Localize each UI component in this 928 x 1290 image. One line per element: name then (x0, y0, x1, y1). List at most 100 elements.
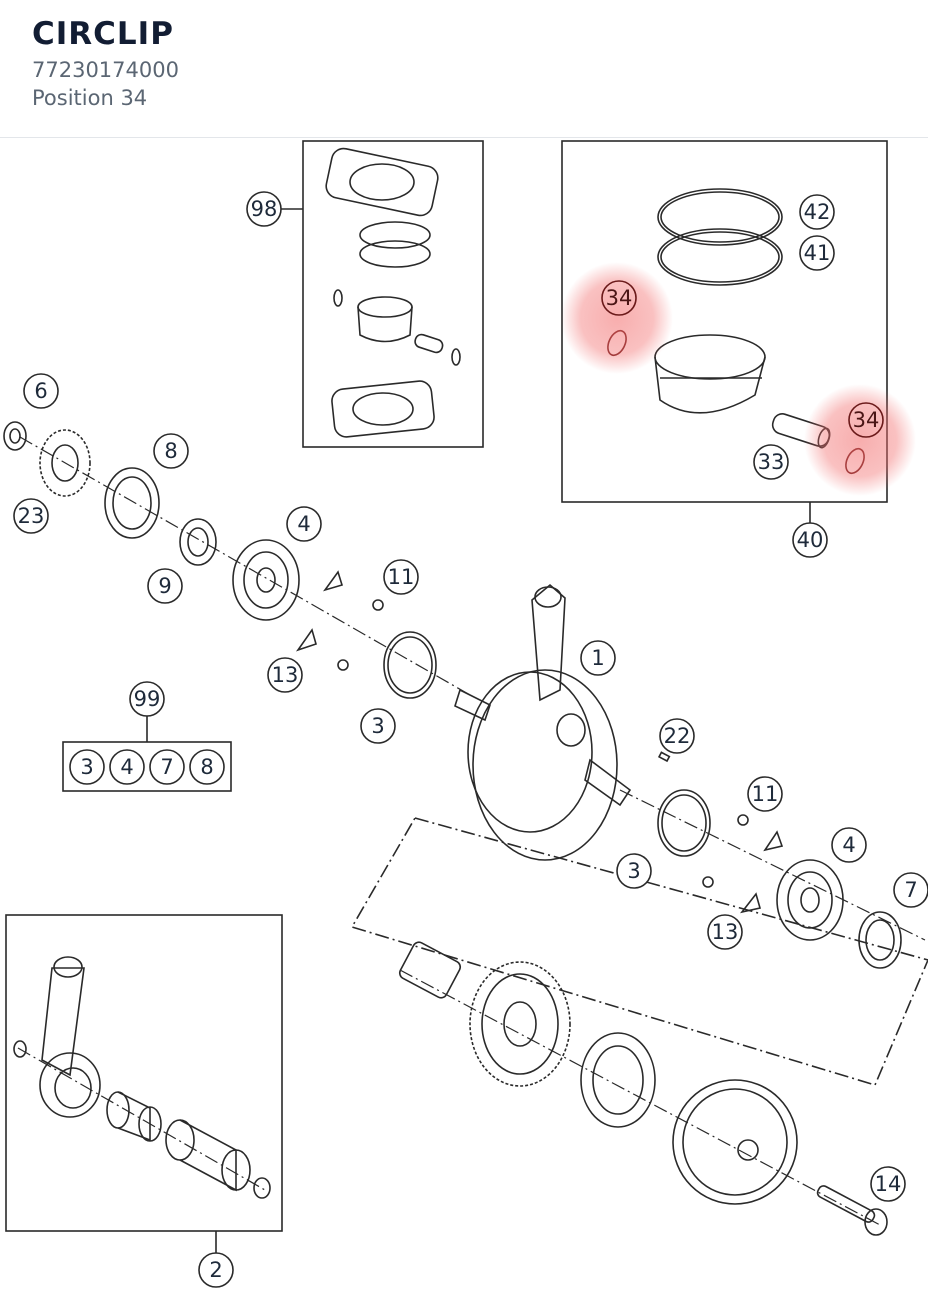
svg-text:23: 23 (18, 504, 45, 528)
svg-text:13: 13 (712, 920, 739, 944)
callout-40[interactable]: 40 (792, 522, 828, 558)
svg-text:4: 4 (842, 833, 855, 857)
callout-41[interactable]: 41 (799, 235, 835, 271)
callout-34-left[interactable]: 34 (601, 280, 637, 316)
piston-ring-41 (657, 228, 783, 286)
svg-text:3: 3 (80, 755, 93, 779)
key-22 (657, 751, 671, 763)
seal-8 (104, 467, 160, 539)
svg-text:8: 8 (164, 439, 177, 463)
callout-3-right[interactable]: 3 (616, 853, 652, 889)
pin-nut (253, 1177, 271, 1199)
callout-14[interactable]: 14 (870, 1166, 906, 1202)
callout-7[interactable]: 7 (893, 872, 928, 908)
callout-13-left[interactable]: 13 (267, 657, 303, 693)
part-number: 77230174000 (32, 58, 179, 82)
balancer-gear (469, 961, 571, 1087)
callout-6[interactable]: 6 (23, 373, 59, 409)
callout-22[interactable]: 22 (659, 718, 695, 754)
part-title: CIRCLIP (32, 16, 174, 52)
callout-11-right[interactable]: 11 (747, 776, 783, 812)
screw-11-right (702, 814, 749, 888)
svg-text:22: 22 (664, 724, 691, 748)
gear-23 (39, 429, 91, 497)
needle-bearing (398, 941, 462, 999)
kit-2-box (5, 914, 283, 1232)
kit99-item-3[interactable]: 3 (69, 749, 105, 785)
svg-text:98: 98 (251, 197, 278, 221)
freewheel (580, 1032, 656, 1128)
highlight-34-left (561, 262, 673, 374)
svg-text:34: 34 (606, 286, 633, 310)
piston-ring-42 (657, 188, 783, 246)
callout-9[interactable]: 9 (147, 568, 183, 604)
exploded-parts-diagram: 98 42 41 34 34 33 40 6 8 23 4 9 11 13 1 … (3, 140, 928, 1288)
callout-4-right[interactable]: 4 (831, 827, 867, 863)
crank-axis-left (19, 436, 471, 696)
svg-text:7: 7 (904, 878, 917, 902)
bolt-14 (816, 1185, 888, 1236)
piston-40 (654, 334, 766, 414)
callout-33[interactable]: 33 (753, 444, 789, 480)
bearing-4-left (232, 539, 300, 621)
svg-text:42: 42 (804, 200, 831, 224)
svg-text:14: 14 (875, 1172, 902, 1196)
spacer-9 (179, 518, 217, 566)
svg-text:40: 40 (797, 528, 824, 552)
svg-text:11: 11 (388, 565, 415, 589)
svg-text:1: 1 (591, 646, 604, 670)
tab-13-left (295, 570, 344, 652)
callout-34-right[interactable]: 34 (848, 402, 884, 438)
svg-text:33: 33 (758, 450, 785, 474)
crank-pin (165, 1119, 251, 1192)
crankshaft-1 (454, 583, 632, 861)
svg-text:99: 99 (134, 687, 161, 711)
callout-13-right[interactable]: 13 (707, 914, 743, 950)
svg-text:34: 34 (853, 408, 880, 432)
bearing-4-right (776, 859, 844, 941)
balancer-frame (350, 817, 928, 1086)
svg-text:3: 3 (627, 859, 640, 883)
screw-11-left (337, 599, 384, 671)
svg-text:2: 2 (209, 1258, 222, 1282)
callout-1[interactable]: 1 (580, 640, 616, 676)
callout-23[interactable]: 23 (13, 498, 49, 534)
part-position: Position 34 (32, 86, 148, 110)
svg-text:11: 11 (752, 782, 779, 806)
callout-4-left[interactable]: 4 (286, 506, 322, 542)
svg-text:41: 41 (804, 241, 831, 265)
kit99-item-4[interactable]: 4 (109, 749, 145, 785)
callout-99[interactable]: 99 (129, 681, 165, 717)
part-header: CIRCLIP 77230174000 Position 34 (0, 0, 928, 138)
callout-8[interactable]: 8 (153, 433, 189, 469)
kit99-item-8[interactable]: 8 (189, 749, 225, 785)
kit99-item-7[interactable]: 7 (149, 749, 185, 785)
crank-axis-right (619, 789, 926, 941)
svg-text:9: 9 (158, 574, 171, 598)
piston-rings-small (359, 221, 431, 268)
conrod-axis (17, 1047, 266, 1191)
base-gasket (331, 380, 435, 438)
nut-6 (3, 421, 27, 451)
svg-text:4: 4 (297, 512, 310, 536)
callout-3-left[interactable]: 3 (360, 708, 396, 744)
svg-text:4: 4 (120, 755, 133, 779)
seal-7 (858, 911, 902, 969)
conrod-bearing (106, 1091, 162, 1142)
cylinder-gasket-top (325, 147, 439, 217)
svg-text:3: 3 (371, 714, 384, 738)
callout-11-left[interactable]: 11 (383, 559, 419, 595)
shim-3-left (383, 631, 437, 699)
highlight-34-right (804, 384, 916, 496)
svg-text:8: 8 (200, 755, 213, 779)
rotor (672, 1079, 798, 1205)
callout-42[interactable]: 42 (799, 194, 835, 230)
piston-small (333, 289, 461, 366)
shim-3-right (657, 789, 711, 857)
callout-98[interactable]: 98 (246, 191, 282, 227)
conrod (13, 956, 101, 1118)
svg-text:13: 13 (272, 663, 299, 687)
kit-98-box (302, 140, 484, 448)
tab-13-right (740, 830, 784, 914)
callout-2[interactable]: 2 (198, 1252, 234, 1288)
